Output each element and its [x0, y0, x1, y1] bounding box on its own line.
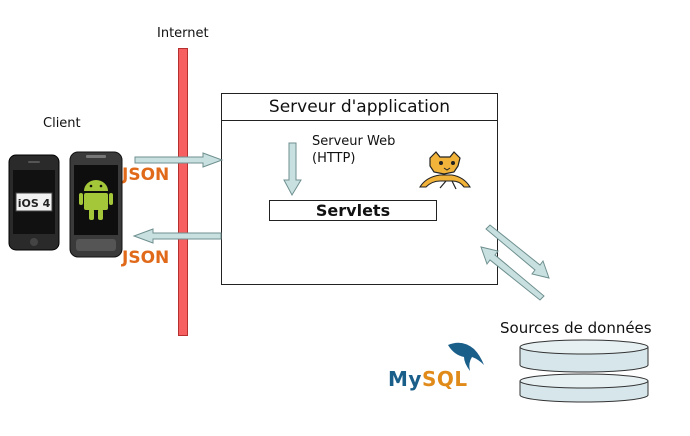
iphone-icon: iOS 4 [8, 154, 60, 251]
internet-label: Internet [157, 26, 209, 41]
servlets-box: Servlets [269, 200, 437, 221]
mysql-logo-sql: SQL [421, 367, 468, 391]
tomcat-logo [419, 151, 471, 190]
response-arrow [132, 228, 222, 244]
web-server-label: Serveur Web (HTTP) [312, 133, 395, 167]
web-to-servlets-arrow [283, 142, 302, 197]
mysql-logo: MySQL [388, 367, 468, 391]
ios-badge: iOS 4 [18, 197, 51, 210]
android-phone-icon [69, 151, 123, 258]
json-label-response: JSON [122, 248, 170, 268]
database-icon-2 [519, 373, 649, 403]
mysql-logo-my: My [388, 367, 422, 391]
web-server-label-line2: (HTTP) [312, 151, 356, 166]
data-sources-label: Sources de données [500, 319, 652, 337]
application-server-box: Serveur d'application [221, 93, 498, 285]
web-server-label-line1: Serveur Web [312, 134, 396, 149]
application-server-title: Serveur d'application [222, 94, 497, 121]
database-icon [519, 339, 649, 373]
request-arrow [134, 152, 224, 168]
json-label-request: JSON [122, 165, 170, 185]
mysql-dolphin-icon [448, 342, 484, 371]
datasource-arrows [480, 224, 550, 301]
internet-firewall-bar [178, 48, 188, 336]
client-label: Client [43, 116, 81, 131]
